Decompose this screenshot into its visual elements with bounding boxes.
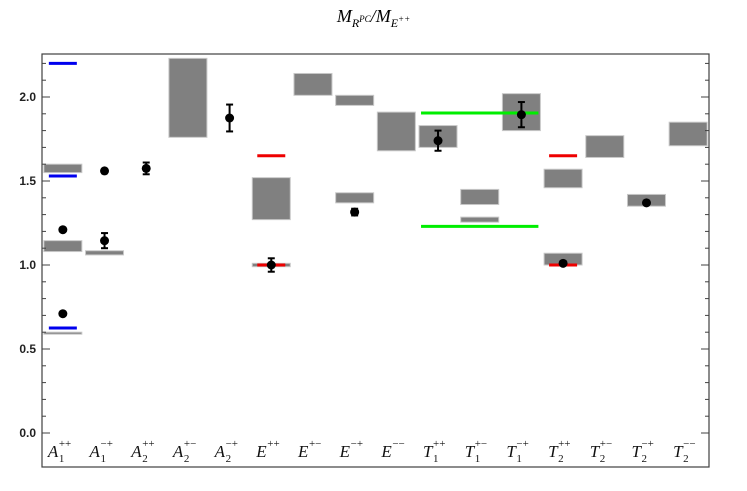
data-point (141, 163, 151, 173)
x-tick-label: T (465, 442, 476, 461)
x-tick-label-sub: 2 (558, 453, 564, 465)
band-rect (376, 111, 416, 152)
x-tick-label-sup: ++ (142, 438, 154, 450)
data-point (58, 225, 68, 235)
x-tick-label-sup: +− (600, 438, 612, 450)
x-tick-label-sup: ++ (267, 438, 279, 450)
x-tick-label-sub: 2 (600, 453, 606, 465)
x-tick-label: T (423, 442, 434, 461)
x-tick-label: E (339, 442, 351, 461)
band-rect (43, 331, 83, 335)
x-tick-label: E (255, 442, 267, 461)
y-axis: 0.0 0.5 1.0 1.5 2.0 (19, 62, 709, 440)
x-tick-label-sup: −+ (351, 438, 363, 450)
band-rect (668, 121, 708, 147)
data-point (558, 258, 568, 268)
band-series (43, 57, 708, 335)
plot-frame (41, 53, 710, 468)
band-rect (85, 250, 125, 256)
band-rect (543, 168, 583, 189)
x-tick-label-sub: 1 (59, 453, 65, 465)
x-tick-label-sub: 2 (641, 453, 647, 465)
x-tick-label-sub: 2 (683, 453, 689, 465)
x-tick-label: E (297, 442, 309, 461)
x-tick-label: A (130, 442, 142, 461)
plot-frame-rect (41, 53, 710, 468)
x-tick-label: T (631, 442, 642, 461)
x-tick-label-sup: −+ (641, 438, 653, 450)
data-point (641, 198, 651, 208)
x-tick-label: T (506, 442, 517, 461)
y-tick-label: 0.0 (19, 426, 36, 440)
x-tick-label: A (89, 442, 101, 461)
x-tick-label-sup: −− (683, 438, 695, 450)
band-rect (251, 177, 291, 221)
data-point (100, 236, 110, 246)
band-rect (43, 240, 83, 253)
x-tick-label-sub: 2 (226, 453, 232, 465)
x-tick-label-sup: +− (184, 438, 196, 450)
x-tick-label-sup: +− (475, 438, 487, 450)
x-tick-label-sub: 1 (475, 453, 481, 465)
data-point (100, 166, 110, 176)
x-tick-label: T (590, 442, 601, 461)
band-rect (335, 94, 375, 106)
x-tick-label: A (214, 442, 226, 461)
band-rect (43, 163, 83, 174)
data-point (58, 309, 68, 319)
y-tick-label: 1.0 (19, 258, 36, 272)
data-point (266, 260, 276, 270)
x-tick-label-sup: −+ (101, 438, 113, 450)
chart-title: MRPC/ME++ (336, 6, 411, 30)
x-tick-label: T (673, 442, 684, 461)
point-series (58, 101, 651, 319)
x-tick-label-sup: ++ (59, 438, 71, 450)
band-rect (460, 188, 500, 206)
band-rect (293, 72, 333, 96)
x-tick-label-sup: −− (392, 438, 404, 450)
x-tick-label-sup: ++ (433, 438, 445, 450)
x-tick-label-sup: +− (309, 438, 321, 450)
y-tick-label: 0.5 (19, 342, 36, 356)
y-tick-label: 1.5 (19, 174, 36, 188)
data-point (225, 113, 235, 123)
band-rect (168, 57, 208, 138)
data-point (516, 110, 526, 120)
x-tick-label: E (380, 442, 392, 461)
x-tick-label-sub: 1 (516, 453, 522, 465)
x-tick-label-sub: 2 (184, 453, 190, 465)
band-rect (585, 135, 625, 158)
x-tick-label-sup: ++ (558, 438, 570, 450)
x-tick-label: A (172, 442, 184, 461)
x-tick-label: A (47, 442, 59, 461)
x-tick-label-sup: −+ (516, 438, 528, 450)
data-point (433, 136, 443, 146)
band-rect (335, 192, 375, 204)
data-point (350, 207, 360, 217)
x-tick-label-sub: 1 (433, 453, 439, 465)
y-tick-label: 2.0 (19, 90, 36, 104)
x-tick-label: T (548, 442, 559, 461)
band-rect (460, 216, 500, 223)
x-tick-label-sup: −+ (226, 438, 238, 450)
x-tick-label-sub: 2 (142, 453, 148, 465)
x-tick-label-sub: 1 (101, 453, 107, 465)
